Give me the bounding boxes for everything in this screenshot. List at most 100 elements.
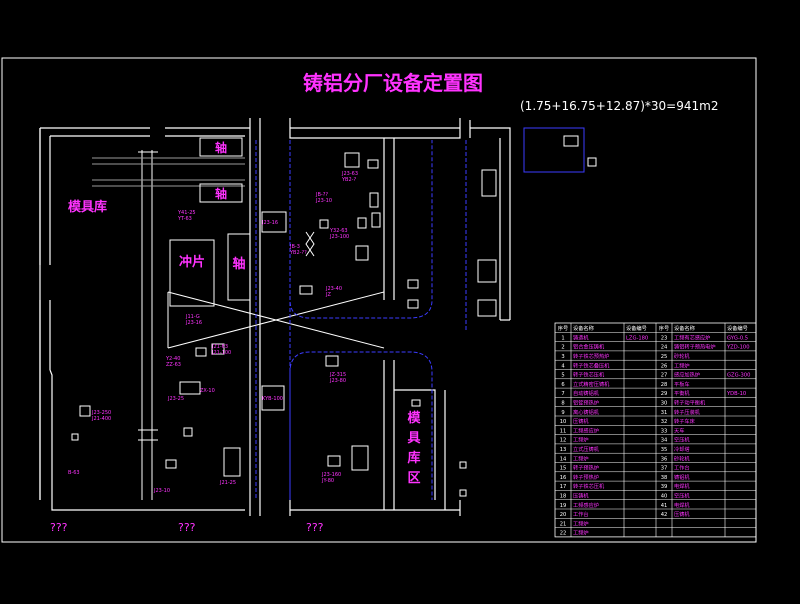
table-cell: 铸造机 — [573, 333, 589, 341]
table-cell: 铝合金压铸机 — [573, 343, 605, 351]
table-cell: 3 — [561, 354, 564, 360]
table-cell: 25 — [661, 354, 668, 360]
table-cell: 砂轮机 — [674, 352, 690, 360]
table-header-cell: 设备编号 — [626, 324, 647, 332]
table-cell: 工频炉 — [573, 519, 589, 527]
mold-zone-char-2: 具 — [407, 431, 420, 446]
equipment-label: JZ-315 — [329, 372, 346, 378]
table-cell: 空压机 — [674, 492, 690, 500]
table-cell: 13 — [560, 447, 567, 453]
table-cell: 24 — [661, 345, 668, 351]
area-formula: (1.75+16.75+12.87)*30=941m2 — [520, 99, 718, 113]
table-cell: GYG-0.5 — [727, 335, 748, 341]
table-cell: 12 — [560, 438, 567, 444]
mold-zone-char-4: 区 — [407, 471, 420, 486]
table-cell: 42 — [661, 512, 668, 518]
column-markers — [138, 150, 158, 500]
placeholder-text: ??? — [178, 521, 196, 534]
table-cell: 工频感应炉 — [573, 426, 599, 434]
equipment-label: J23-80 — [329, 378, 346, 384]
table-header-cell: 序号 — [558, 324, 568, 332]
drawing-frame — [1, 57, 757, 543]
table-cell: 空压机 — [674, 436, 690, 444]
equipment-label: JB-3 — [289, 244, 300, 250]
table-cell: 6 — [561, 382, 564, 388]
table-cell: 工频炉 — [573, 436, 589, 444]
table-cell: 铸铝机 — [674, 473, 690, 481]
equipment-label: YB2-? — [341, 177, 356, 183]
table-cell: LZG-180 — [626, 335, 648, 341]
table-cell: 26 — [661, 363, 668, 369]
table-cell: 8 — [561, 401, 564, 407]
table-cell: 工作台 — [674, 464, 690, 472]
equipment-label: J21-63 — [211, 344, 228, 350]
legend-box — [523, 127, 585, 173]
table-cell: 34 — [661, 438, 668, 444]
table-cell: 自动铸铝机 — [573, 389, 600, 397]
equipment-label: J21-100 — [211, 350, 231, 356]
equipment-label: Y41-25 — [177, 210, 196, 216]
equipment-label: Y2-40 — [165, 356, 180, 362]
table-cell: 转子铁芯叠压机 — [573, 361, 610, 369]
table-cell: 工频炉 — [674, 361, 690, 369]
punch-area-box — [169, 239, 215, 307]
table-cell: 35 — [661, 447, 668, 453]
shaft-a-box — [199, 137, 243, 157]
table-cell: 转子压装机 — [674, 408, 701, 416]
punch-label: 冲片 — [179, 254, 205, 270]
table-cell: 5 — [561, 373, 564, 379]
table-cell: 转子预热炉 — [573, 464, 599, 472]
equipment-label: JB-?? — [315, 192, 328, 198]
table-cell: 23 — [661, 335, 668, 341]
equipment-label: J21-25 — [219, 480, 236, 486]
table-cell: 18 — [560, 494, 567, 500]
table-cell: 转子预热炉 — [573, 473, 599, 481]
table-cell: 转子车床 — [674, 417, 696, 425]
table-cell: 工作台 — [573, 510, 589, 518]
shaft-a-label: 轴 — [215, 140, 227, 155]
table-cell: 感应加热炉 — [674, 371, 700, 379]
table-cell: 转子铁芯预热炉 — [573, 352, 609, 360]
table-cell: 平衡机 — [674, 389, 690, 397]
crane-rails — [92, 157, 245, 187]
table-cell: 工频炉 — [573, 454, 589, 462]
table-cell: 36 — [661, 456, 668, 462]
equipment-label: J23-63 — [341, 171, 358, 177]
placeholder-text: ??? — [50, 521, 68, 534]
table-cell: 2 — [561, 345, 564, 351]
table-cell: 工频炉 — [573, 529, 589, 537]
table-cell: 15 — [560, 466, 567, 472]
table-cell: 电焊机 — [674, 482, 690, 490]
equipment-label: J23-16 — [261, 220, 278, 226]
table-cell: YZD-100 — [726, 345, 750, 351]
table-cell: 离心铸铝机 — [573, 408, 600, 416]
table-cell: YDB-10 — [726, 391, 746, 397]
table-cell: 33 — [661, 428, 668, 434]
table-cell: 38 — [661, 475, 668, 481]
equipment-label: J23-100 — [329, 234, 349, 240]
equipment-label: ZX-10 — [200, 388, 215, 394]
table-header-cell: 序号 — [659, 324, 669, 332]
table-cell: 39 — [661, 484, 668, 490]
equipment-label: YB2-?? — [289, 250, 307, 256]
equipment-label: J23-16 — [185, 320, 202, 326]
shaft-c-box — [227, 233, 251, 301]
table-cell: 铸铝转子预热电炉 — [674, 343, 716, 351]
equipment-label: JY-80 — [321, 478, 334, 484]
table-cell: 10 — [560, 419, 567, 425]
mold-zone-char-1: 模 — [407, 410, 421, 426]
equipment-label: J23-10 — [315, 198, 332, 204]
table-cell: 压铸机 — [573, 417, 589, 425]
equipment-label: Y32-63 — [329, 228, 348, 234]
equipment-label: ZZ-63 — [166, 362, 181, 368]
table-cell: 1 — [561, 335, 564, 341]
table-cell: 砂轮机 — [674, 454, 690, 462]
table-cell: 20 — [560, 512, 567, 518]
equipment-label-group: J23-63 YB2-? JB-?? J23-10 Y32-63 J23-100… — [68, 171, 358, 494]
drawing-title: 铸铝分厂设备定置图 — [303, 71, 483, 95]
equipment-label: KYB-100 — [262, 396, 283, 402]
shaft-b-box — [199, 183, 243, 203]
table-cell: 工频感应炉 — [573, 501, 599, 509]
